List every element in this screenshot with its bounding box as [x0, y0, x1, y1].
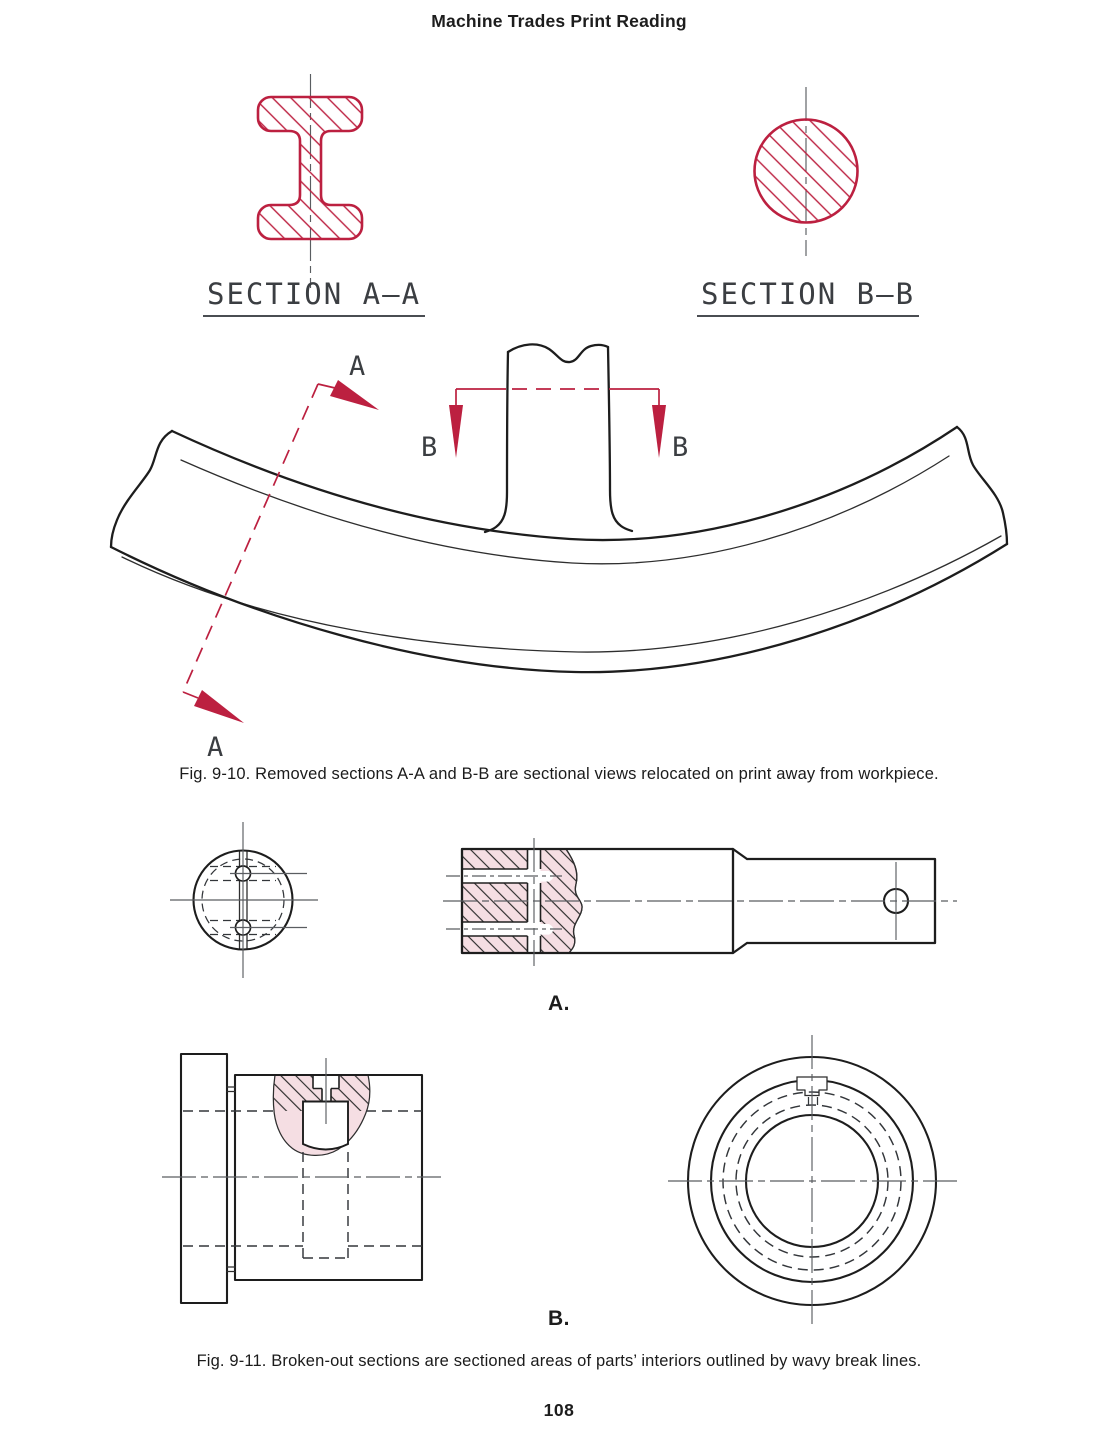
- hub-side-view-broken-out-section: [162, 1052, 441, 1305]
- cutting-plane-a: [182, 380, 379, 723]
- hub-front-view: [668, 1035, 957, 1328]
- fig-9-10-caption: Fig. 9-10. Removed sections A-A and B-B …: [179, 765, 939, 783]
- i-beam-removed-section: [256, 74, 364, 288]
- book-title: Machine Trades Print Reading: [431, 11, 687, 31]
- section-a-title: SECTION A–A: [203, 277, 426, 317]
- curved-workpiece: [109, 343, 1009, 674]
- fig-9-11-part-b-label: B.: [548, 1307, 570, 1330]
- round-bar-removed-section: [753, 87, 859, 256]
- cutting-plane-label-b-left: B: [421, 432, 438, 463]
- section-b-title: SECTION B–B: [697, 277, 920, 317]
- cutting-plane-label-b-right: B: [672, 432, 689, 463]
- shaft-side-view-broken-out-section: [443, 838, 957, 966]
- page-number: 108: [543, 1400, 575, 1420]
- fig-9-11-part-a-label: A.: [548, 992, 570, 1015]
- shaft-end-view: [170, 822, 318, 978]
- cutting-plane-label-a-top: A: [349, 351, 366, 382]
- cutting-plane-b: [449, 388, 666, 458]
- cutting-plane-label-a-bottom: A: [207, 732, 224, 763]
- fig-9-11-caption: Fig. 9-11. Broken-out sections are secti…: [196, 1352, 922, 1370]
